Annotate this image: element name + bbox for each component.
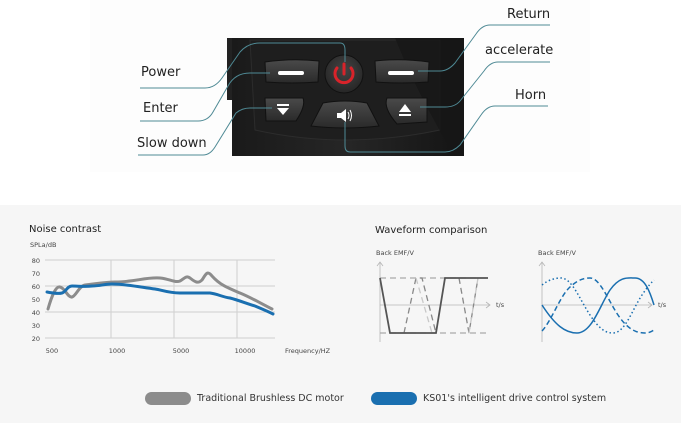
- callout-enter: Enter: [143, 101, 178, 116]
- svg-text:70: 70: [32, 270, 40, 278]
- svg-text:1000: 1000: [109, 347, 126, 355]
- horn-button[interactable]: [309, 100, 381, 130]
- legend-label: Traditional Brushless DC motor: [197, 393, 344, 404]
- legend-item-traditional: Traditional Brushless DC motor: [145, 392, 344, 405]
- legend-swatch-blue: [371, 392, 417, 405]
- callout-accelerate: accelerate: [485, 43, 554, 58]
- svg-text:40: 40: [32, 309, 40, 317]
- triangle-up-icon: [399, 104, 411, 116]
- callout-leader-lines: [138, 24, 550, 156]
- noise-xlabel: Frequency/HZ: [285, 347, 331, 355]
- callout-return: Return: [507, 7, 551, 22]
- svg-text:50: 50: [32, 296, 40, 304]
- power-icon: [333, 62, 355, 85]
- svg-text:Back EMF/V: Back EMF/V: [538, 249, 576, 257]
- svg-text:60: 60: [32, 283, 40, 291]
- svg-text:t/s: t/s: [496, 301, 505, 309]
- dash-icon: [278, 71, 304, 75]
- callout-horn: Horn: [515, 88, 547, 103]
- svg-text:30: 30: [32, 322, 40, 330]
- device-diagram-section: Power Enter Slow down Return accelerate …: [0, 0, 681, 205]
- svg-text:80: 80: [32, 257, 40, 265]
- speaker-icon: [337, 109, 352, 122]
- svg-text:500: 500: [46, 347, 58, 355]
- legend-item-ks01: KS01's intelligent drive control system: [371, 392, 606, 405]
- callout-slow-down: Slow down: [137, 136, 207, 151]
- slow-down-button[interactable]: [262, 96, 307, 124]
- dash-icon: [388, 71, 414, 75]
- svg-text:5000: 5000: [173, 347, 190, 355]
- power-button[interactable]: [324, 54, 364, 94]
- waveform-title: Waveform comparison: [375, 225, 488, 236]
- svg-text:t/s: t/s: [658, 301, 667, 309]
- noise-chart-title: Noise contrast: [29, 224, 102, 235]
- enter-button[interactable]: [262, 58, 322, 86]
- svg-text:20: 20: [32, 335, 40, 343]
- legend-label: KS01's intelligent drive control system: [423, 393, 607, 404]
- series-ks01-line: [45, 282, 275, 316]
- legend-swatch-gray: [145, 392, 191, 405]
- charts-section: [0, 205, 681, 423]
- accelerate-button[interactable]: [383, 96, 431, 126]
- triangle-down-icon: [277, 104, 289, 115]
- svg-text:10000: 10000: [235, 347, 256, 355]
- svg-text:Back EMF/V: Back EMF/V: [376, 249, 414, 257]
- series-traditional-line: [46, 271, 274, 311]
- callout-power: Power: [141, 65, 181, 80]
- return-button[interactable]: [372, 58, 432, 86]
- noise-ylabel: SPLa/dB: [30, 241, 56, 249]
